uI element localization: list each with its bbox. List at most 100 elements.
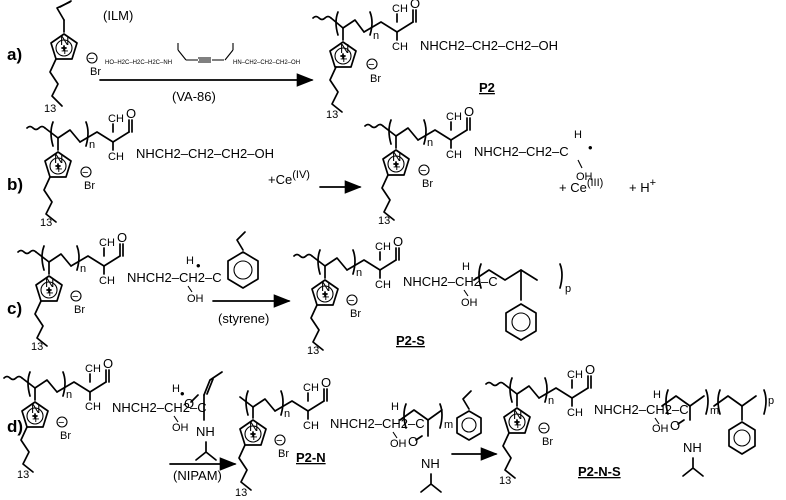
- methyl-1: CH: [99, 275, 115, 287]
- side-chain: NHCH2–CH2–C: [112, 400, 207, 415]
- atom-h: H: [391, 401, 399, 413]
- hydroxyl: OH: [172, 422, 189, 434]
- label-a: a): [7, 45, 22, 64]
- macroradical-d: n CH CH O NHCH2–CH2–C H • OH N + − Br 13: [3, 356, 207, 481]
- atom-n: N: [60, 33, 69, 48]
- hydroxyl: OH: [652, 423, 669, 435]
- br-minus: −: [82, 167, 88, 179]
- hydroxyl: OH: [461, 297, 478, 309]
- nipam-monomer: O NH: [184, 371, 223, 461]
- ring-plus: +: [322, 289, 330, 304]
- hydroxyl: OH: [187, 293, 204, 305]
- styrene-monomer: [227, 231, 259, 289]
- atom-n: N: [392, 149, 401, 164]
- carbonyl-o: O: [393, 234, 403, 249]
- br-ion: Br: [542, 436, 553, 448]
- subscript-n: n: [284, 408, 290, 420]
- subscript-p: p: [565, 283, 571, 295]
- proton: + H+: [629, 177, 656, 195]
- product-p2: P2: [479, 80, 495, 95]
- methyl-2: CH: [446, 111, 462, 123]
- br-ion: Br: [350, 308, 361, 320]
- methyl-2: CH: [375, 241, 391, 253]
- product-p2s: P2-S: [396, 333, 425, 348]
- br-ion: Br: [370, 73, 381, 85]
- atom-h: H: [172, 383, 180, 395]
- side-chain: NHCH2–CH2–C: [330, 416, 425, 431]
- initiator-right: HN–CH2–CH2–CH2–OH: [233, 60, 300, 66]
- nipam-nh: NH: [196, 424, 215, 439]
- subscript-m: m: [710, 405, 719, 417]
- atom-n: N: [54, 151, 63, 166]
- br-minus: −: [276, 435, 282, 447]
- tail-subscript: 13: [17, 469, 29, 481]
- methyl-2: CH: [108, 113, 124, 125]
- tail-subscript: 13: [499, 475, 511, 487]
- ring-plus: +: [340, 51, 348, 66]
- p2-product: n CH CH O NHCH2–CH2–CH2–OH N + − Br 13: [312, 0, 558, 121]
- ce-iv: +Ce(IV): [268, 169, 310, 187]
- side-chain: NHCH2–CH2–C: [594, 402, 689, 417]
- atom-n: N: [321, 279, 330, 294]
- methyl-1: CH: [375, 279, 391, 291]
- atom-h: H: [462, 261, 470, 273]
- methyl-2: CH: [85, 363, 101, 375]
- p2-s-product: n CH CH O NHCH2–CH2–C H OH p N + − Br: [293, 234, 571, 357]
- hydroxyl: OH: [576, 171, 593, 183]
- radical-dot: •: [588, 140, 593, 155]
- styrene-label: (styrene): [218, 311, 269, 326]
- ce-iii: + Ce(III): [559, 177, 603, 195]
- br-minus: −: [72, 291, 78, 303]
- methyl-1: CH: [85, 401, 101, 413]
- side-chain: NHCH2–CH2–CH2–OH: [136, 146, 274, 161]
- methyl-1: CH: [108, 151, 124, 163]
- atom-n: N: [45, 275, 54, 290]
- carbonyl-o: O: [321, 375, 331, 390]
- tail-subscript: 13: [326, 109, 338, 121]
- hydroxyl: OH: [390, 438, 407, 450]
- subscript-n: n: [427, 137, 433, 149]
- atom-n: N: [249, 419, 258, 434]
- atom-n: N: [513, 407, 522, 422]
- reaction-d: d) n CH CH O NHCH2–CH2–C H • OH N + −: [3, 356, 774, 499]
- subscript-n: n: [373, 30, 379, 42]
- subscript-n: n: [66, 389, 72, 401]
- tail-subscript: 13: [31, 341, 43, 353]
- initiator-left: HO–H2C–H2C–H2C–NH: [105, 60, 172, 66]
- radical-dot: •: [180, 386, 185, 401]
- tail-subscript: 13: [40, 217, 52, 229]
- br-minus: −: [348, 295, 354, 307]
- br-minus: −: [420, 165, 426, 177]
- methyl-1: CH: [567, 407, 583, 419]
- methyl-1: CH: [392, 41, 408, 53]
- label-d: d): [7, 417, 23, 436]
- reaction-a: a) N + − Br 13 (ILM) HO–H2C–H2C–H2C–NH H…: [7, 0, 558, 121]
- atom-n: N: [31, 401, 40, 416]
- carbonyl-o: O: [585, 362, 595, 377]
- ring-plus: +: [61, 43, 69, 58]
- side-chain: NHCH2–CH2–C: [403, 274, 498, 289]
- tail-subscript: 13: [378, 215, 390, 227]
- br-minus: −: [58, 417, 64, 429]
- br-minus: −: [88, 53, 94, 65]
- amide-nh: NH: [683, 440, 702, 455]
- subscript-n: n: [89, 139, 95, 151]
- methyl-2: CH: [392, 3, 408, 15]
- amide-o: O: [408, 434, 418, 449]
- ring-plus: +: [32, 411, 40, 426]
- carbonyl-o: O: [410, 0, 420, 11]
- styrene-monomer-2: [456, 390, 482, 441]
- side-chain: NHCH2–CH2–C: [474, 144, 569, 159]
- subscript-m: m: [444, 419, 453, 431]
- methyl-2: CH: [303, 382, 319, 394]
- methyl-2: CH: [99, 237, 115, 249]
- ring-plus: +: [250, 429, 258, 444]
- tail-subscript: 13: [307, 345, 319, 357]
- atom-h: H: [574, 129, 582, 141]
- product-p2n: P2-N: [296, 450, 326, 465]
- atom-h: H: [653, 389, 661, 401]
- carbonyl-o: O: [117, 230, 127, 245]
- ring-plus: +: [46, 285, 54, 300]
- atom-h: H: [186, 255, 194, 267]
